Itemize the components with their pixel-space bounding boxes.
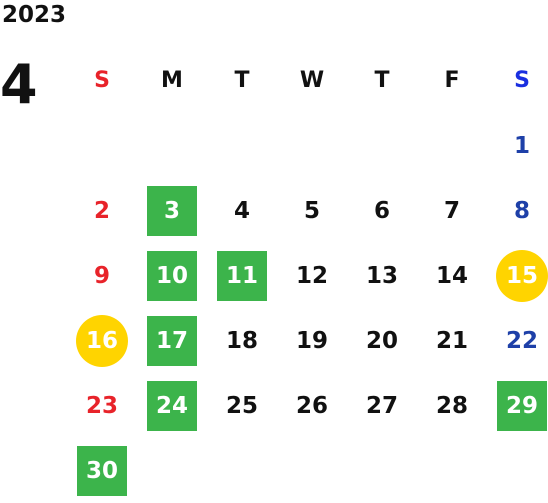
day-number: 6 bbox=[373, 197, 390, 224]
day-number: 2 bbox=[93, 197, 110, 224]
weekday-header-friday: F bbox=[444, 68, 460, 93]
yellow-circle-highlight bbox=[496, 249, 548, 302]
day-cell[interactable]: 27 bbox=[347, 373, 417, 438]
day-number: 12 bbox=[295, 262, 328, 289]
day-cell[interactable]: 19 bbox=[277, 308, 347, 373]
day-number: 1 bbox=[513, 132, 530, 159]
day-number: 14 bbox=[435, 262, 468, 289]
day-cell[interactable]: 13 bbox=[347, 243, 417, 308]
weekday-header-wednesday: W bbox=[299, 68, 325, 93]
green-highlight bbox=[497, 380, 547, 431]
day-number: 22 bbox=[505, 327, 538, 354]
day-cell[interactable]: 23 bbox=[67, 373, 137, 438]
day-number: 25 bbox=[225, 392, 258, 419]
day-number: 27 bbox=[365, 392, 398, 419]
day-number: 23 bbox=[85, 392, 118, 419]
year-label: 2023 bbox=[2, 2, 67, 28]
weekday-header-saturday: S bbox=[514, 68, 530, 93]
day-cell[interactable]: 16 bbox=[67, 308, 137, 373]
day-cell[interactable]: 17 bbox=[137, 308, 207, 373]
day-number: 13 bbox=[365, 262, 398, 289]
day-number: 17 bbox=[155, 327, 188, 354]
day-cell[interactable]: 12 bbox=[277, 243, 347, 308]
day-number: 21 bbox=[435, 327, 468, 354]
day-cell[interactable]: 29 bbox=[487, 373, 548, 438]
day-number: 11 bbox=[225, 262, 258, 289]
day-cell[interactable]: 8 bbox=[487, 178, 548, 243]
day-cell[interactable]: 15 bbox=[487, 243, 548, 308]
green-highlight bbox=[147, 315, 197, 366]
yellow-circle-highlight bbox=[76, 314, 128, 367]
day-number: 5 bbox=[303, 197, 320, 224]
green-highlight bbox=[147, 380, 197, 431]
day-cell[interactable]: 4 bbox=[207, 178, 277, 243]
day-cell[interactable]: 28 bbox=[417, 373, 487, 438]
day-cell[interactable]: 22 bbox=[487, 308, 548, 373]
day-cell[interactable]: 26 bbox=[277, 373, 347, 438]
month-label: 4 bbox=[0, 53, 38, 116]
day-cell[interactable]: 24 bbox=[137, 373, 207, 438]
day-number: 8 bbox=[513, 197, 530, 224]
day-cell[interactable]: 3 bbox=[137, 178, 207, 243]
green-highlight bbox=[147, 250, 197, 301]
day-cell[interactable]: 6 bbox=[347, 178, 417, 243]
day-cell[interactable]: 9 bbox=[67, 243, 137, 308]
day-number: 29 bbox=[505, 392, 538, 419]
day-number: 20 bbox=[365, 327, 398, 354]
day-cell[interactable]: 5 bbox=[277, 178, 347, 243]
day-cell[interactable]: 14 bbox=[417, 243, 487, 308]
weekday-header-tuesday: T bbox=[234, 68, 250, 93]
day-cell[interactable]: 2 bbox=[67, 178, 137, 243]
day-number: 28 bbox=[435, 392, 468, 419]
day-number: 4 bbox=[233, 197, 250, 224]
day-cell[interactable]: 21 bbox=[417, 308, 487, 373]
day-number: 15 bbox=[505, 262, 538, 289]
day-cell[interactable]: 7 bbox=[417, 178, 487, 243]
day-cell[interactable]: 10 bbox=[137, 243, 207, 308]
day-number: 30 bbox=[85, 457, 118, 484]
day-number: 10 bbox=[155, 262, 188, 289]
day-cell[interactable]: 20 bbox=[347, 308, 417, 373]
day-cell[interactable]: 25 bbox=[207, 373, 277, 438]
day-number: 24 bbox=[155, 392, 188, 419]
day-cell[interactable]: 30 bbox=[67, 438, 137, 503]
green-highlight bbox=[217, 250, 267, 301]
day-cell[interactable]: 11 bbox=[207, 243, 277, 308]
weekday-header-thursday: T bbox=[374, 68, 390, 93]
weekday-header-sunday: S bbox=[94, 68, 110, 93]
day-cell[interactable]: 18 bbox=[207, 308, 277, 373]
day-number: 18 bbox=[225, 327, 258, 354]
day-cell[interactable]: 1 bbox=[487, 113, 548, 178]
day-number: 7 bbox=[443, 197, 460, 224]
day-number: 26 bbox=[295, 392, 328, 419]
day-number: 16 bbox=[85, 327, 118, 354]
green-highlight bbox=[147, 185, 197, 236]
day-number: 3 bbox=[163, 197, 180, 224]
green-highlight bbox=[77, 445, 127, 496]
weekday-header-monday: M bbox=[161, 68, 183, 93]
day-number: 9 bbox=[93, 262, 110, 289]
day-number: 19 bbox=[295, 327, 328, 354]
